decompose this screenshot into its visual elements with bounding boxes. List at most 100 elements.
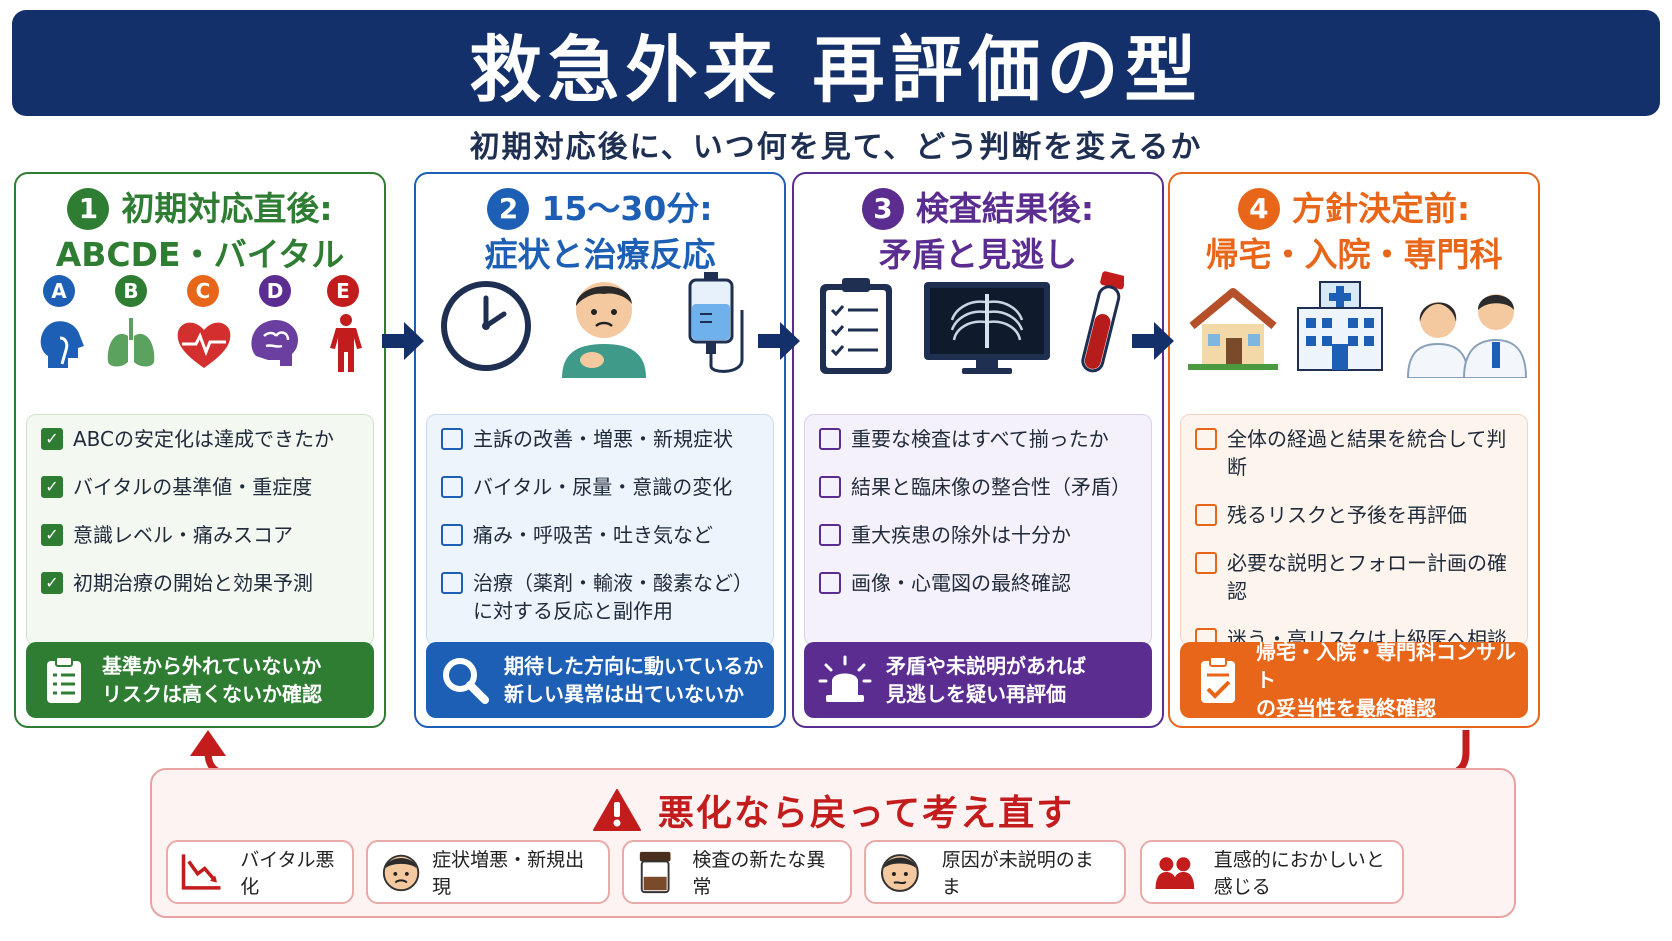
checkbox-icon[interactable] <box>819 572 841 594</box>
lungs-icon <box>107 318 155 367</box>
alarm-light-icon <box>818 655 872 702</box>
checkbox-icon[interactable] <box>1195 552 1217 574</box>
doctors-icon <box>1406 294 1528 378</box>
magnifier-icon <box>443 658 489 704</box>
specimen-jar-icon <box>639 851 671 894</box>
step-illustrations-3 <box>804 270 1154 380</box>
step-card-3: 3 検査結果後: 矛盾と見逃し 重要な検査はすべて揃ったか 結果と臨床像の整合性（… <box>792 172 1164 728</box>
check-item[interactable]: 痛み・呼吸苦・吐き気など <box>441 521 759 549</box>
trigger-chip[interactable]: バイタル悪化 <box>166 840 354 904</box>
loop-title: 悪化なら戻って考え直す <box>657 793 1075 834</box>
step-title-line1: 検査結果後: <box>915 189 1095 228</box>
checkbox-icon[interactable] <box>441 428 463 450</box>
checkbox-icon[interactable] <box>441 476 463 498</box>
checked-box-icon[interactable]: ✓ <box>41 476 63 498</box>
letter-c-badge: C <box>186 274 220 312</box>
checkbox-icon[interactable] <box>1195 428 1217 450</box>
xray-monitor-icon <box>924 282 1050 374</box>
patient-icon <box>562 282 646 378</box>
step-number-3: 3 <box>861 188 904 230</box>
trigger-chip[interactable]: 原因が未説明のまま <box>864 840 1126 904</box>
checkbox-icon[interactable] <box>819 428 841 450</box>
check-item[interactable]: 重大疾患の除外は十分か <box>819 521 1137 549</box>
check-item[interactable]: 主訴の改善・増悪・新規症状 <box>441 425 759 453</box>
checkbox-icon[interactable] <box>819 476 841 498</box>
letter-b-badge: B <box>114 274 148 312</box>
svg-text:B: B <box>123 279 138 303</box>
checklist-icon <box>820 278 892 374</box>
reassess-loop-panel: 悪化なら戻って考え直す バイタル悪化 症状増悪・新規出現 検査の新たな異常 原因… <box>150 768 1516 918</box>
trend-down-icon <box>181 854 221 890</box>
step-header-2: 2 15～30分: 症状と治療反応 <box>416 186 784 278</box>
step-title-line2: ABCDE・バイタル <box>55 235 345 274</box>
flow-arrow-2 <box>758 322 800 360</box>
house-icon <box>1188 288 1278 370</box>
checklist-2: 主訴の改善・増悪・新規症状 バイタル・尿量・意識の変化 痛み・呼吸苦・吐き気など… <box>426 414 774 646</box>
trigger-chip[interactable]: 直感的におかしいと感じる <box>1140 840 1404 904</box>
checked-box-icon[interactable]: ✓ <box>41 428 63 450</box>
check-item[interactable]: ✓バイタルの基準値・重症度 <box>41 473 359 501</box>
clipboard-icon <box>47 656 81 703</box>
check-item[interactable]: 治療（薬剤・輸液・酸素など）に対する反応と副作用 <box>441 569 759 625</box>
step-number-2: 2 <box>487 188 530 230</box>
checkbox-icon[interactable] <box>441 572 463 594</box>
trigger-chip[interactable]: 症状増悪・新規出現 <box>366 840 610 904</box>
step-title-line2: 矛盾と見逃し <box>879 235 1077 274</box>
checked-box-icon[interactable]: ✓ <box>41 524 63 546</box>
letter-e-badge: E <box>326 274 360 312</box>
warning-icon <box>592 789 641 831</box>
step-card-2: 2 15～30分: 症状と治療反応 主訴の改善・増悪・新規症状 バイタル・尿量・意… <box>414 172 786 728</box>
svg-text:D: D <box>267 279 284 303</box>
flow-arrow-1 <box>382 322 424 360</box>
checkbox-icon[interactable] <box>819 524 841 546</box>
airway-head-icon <box>40 321 84 368</box>
step-illustrations-4 <box>1180 270 1530 380</box>
page-subtitle: 初期対応後に、いつ何を見て、どう判断を変えるか <box>469 130 1203 165</box>
step-footer-2: 期待した方向に動いているか新しい異常は出ていないか <box>426 642 774 718</box>
iv-bag-icon <box>688 272 744 373</box>
worried-face-icon <box>382 854 420 892</box>
step-title-line1: 初期対応直後: <box>121 189 333 228</box>
checked-box-icon[interactable]: ✓ <box>41 572 63 594</box>
check-item[interactable]: 画像・心電図の最終確認 <box>819 569 1137 597</box>
trigger-chip[interactable]: 検査の新たな異常 <box>622 840 852 904</box>
clock-icon <box>441 281 531 371</box>
check-item[interactable]: 残るリスクと予後を再評価 <box>1195 501 1513 529</box>
letter-d-badge: D <box>258 274 292 312</box>
step-title-line2: 帰宅・入院・専門科 <box>1205 235 1503 274</box>
clipboard-check-icon <box>1201 656 1235 703</box>
check-item[interactable]: 重要な検査はすべて揃ったか <box>819 425 1137 453</box>
people-icon <box>1155 857 1195 890</box>
page-title: 救急外来 再評価の型 <box>469 27 1203 112</box>
step-footer-1: 基準から外れていないかリスクは高くないか確認 <box>26 642 374 718</box>
step-footer-3: 矛盾や未説明があれば見逃しを疑い再評価 <box>804 642 1152 718</box>
svg-text:A: A <box>51 279 67 303</box>
flow-arrow-3 <box>1132 322 1174 360</box>
svg-text:E: E <box>336 279 350 303</box>
svg-text:C: C <box>196 279 211 303</box>
step-title-line2: 症状と治療反応 <box>484 235 716 274</box>
checkbox-icon[interactable] <box>1195 504 1217 526</box>
check-item[interactable]: 結果と臨床像の整合性（矛盾） <box>819 473 1137 501</box>
check-item[interactable]: ✓初期治療の開始と効果予測 <box>41 569 359 597</box>
checkbox-icon[interactable] <box>441 524 463 546</box>
blood-tube-icon <box>1081 271 1124 373</box>
check-item[interactable]: 必要な説明とフォロー計画の確認 <box>1195 549 1513 605</box>
letter-a-badge: A <box>42 274 76 312</box>
confused-face-icon <box>880 854 919 892</box>
check-item[interactable]: バイタル・尿量・意識の変化 <box>441 473 759 501</box>
step-title-line1: 15～30分: <box>541 189 713 228</box>
checklist-3: 重要な検査はすべて揃ったか 結果と臨床像の整合性（矛盾） 重大疾患の除外は十分か… <box>804 414 1152 646</box>
step-header-3: 3 検査結果後: 矛盾と見逃し <box>794 186 1162 278</box>
heart-icon <box>177 322 231 368</box>
step-number-4: 4 <box>1237 188 1280 230</box>
check-item[interactable]: ✓意識レベル・痛みスコア <box>41 521 359 549</box>
step-footer-4: 帰宅・入院・専門科コンサルトの妥当性を最終確認 <box>1180 640 1528 720</box>
step-illustrations-2 <box>426 270 776 380</box>
check-item[interactable]: 全体の経過と結果を統合して判断 <box>1195 425 1513 481</box>
check-item[interactable]: ✓ABCの安定化は達成できたか <box>41 425 359 453</box>
